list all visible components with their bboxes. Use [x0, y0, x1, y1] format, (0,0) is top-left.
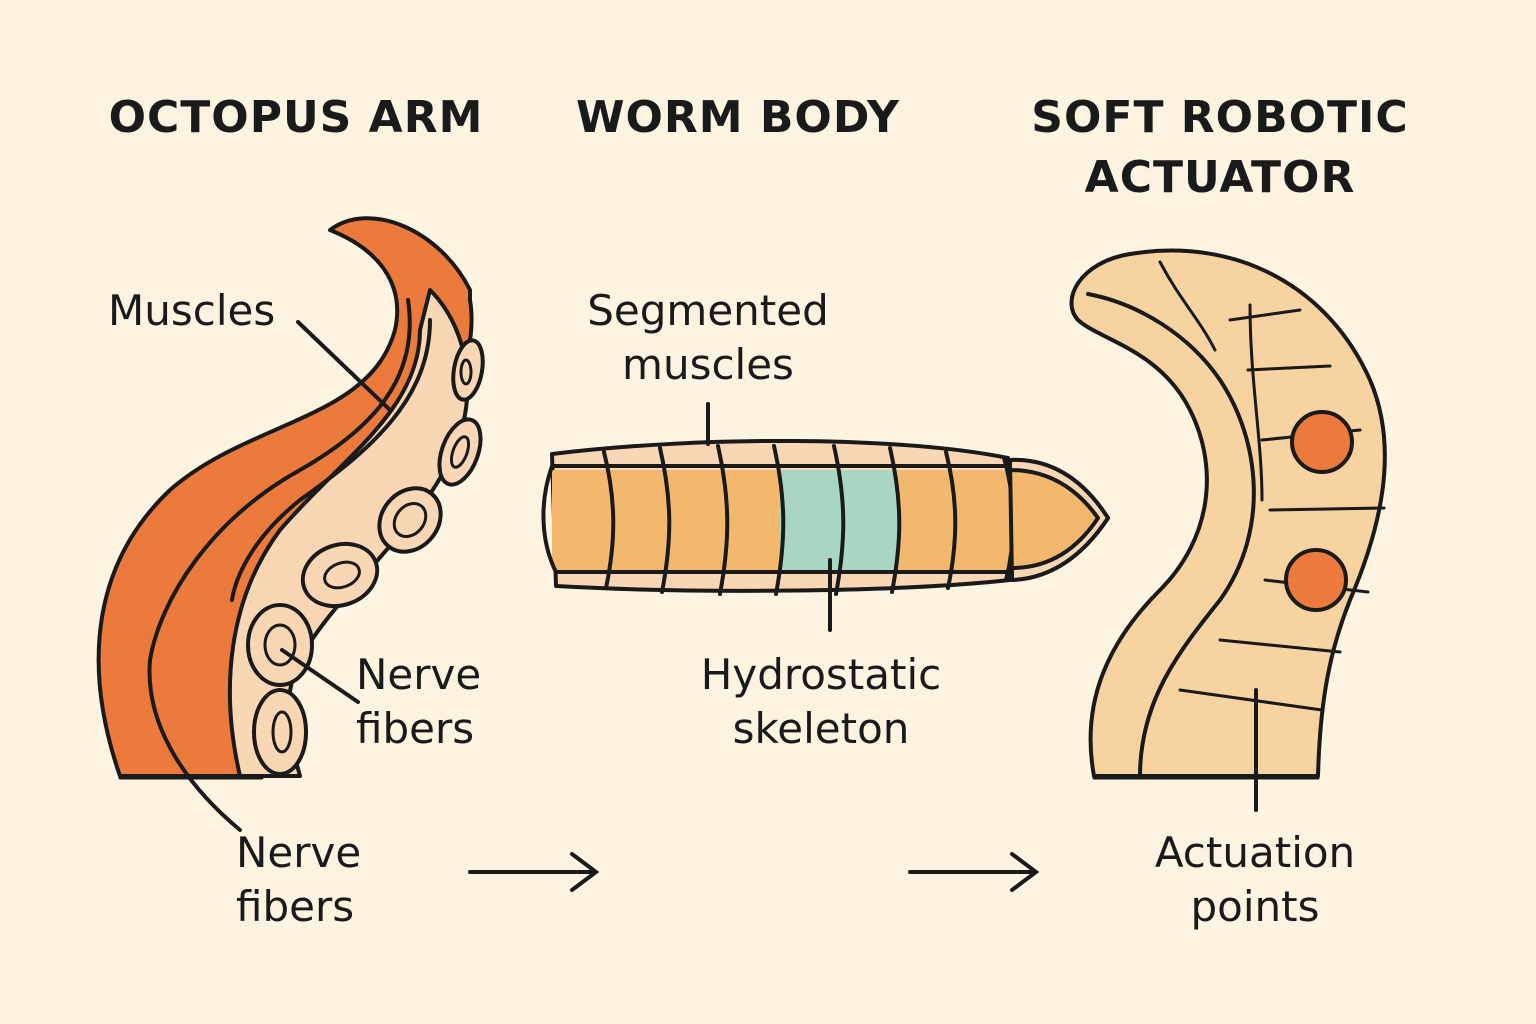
nerve-fibers-inner-line1: Nerve [356, 650, 482, 699]
octopus-muscle-line [230, 318, 432, 602]
sucker [451, 338, 485, 402]
sucker [246, 603, 314, 687]
octopus-arm-title: OCTOPUS ARM [108, 92, 484, 143]
nerve-fibers-outer-line2: fibers [236, 882, 355, 931]
hydrostatic-skeleton-line2: skeleton [732, 704, 910, 753]
muscles-leader-line [296, 320, 392, 412]
hydrostatic-skeleton-line1: Hydrostatic [700, 650, 942, 699]
octopus-arm [96, 216, 485, 832]
actuation-points-line2: points [1190, 882, 1320, 931]
nerve-fibers-outer-label: Nerve fibers [236, 826, 396, 934]
soft-robotic-actuator-title: SOFT ROBOTIC ACTUATOR [1000, 88, 1440, 208]
octopus-sucker-rims [263, 358, 473, 754]
octopus-muscle-line [147, 298, 412, 832]
sucker [437, 417, 483, 487]
arrow-octopus-to-worm [468, 852, 600, 892]
segmented-muscles-line1: Segmented [587, 286, 829, 335]
segmented-muscles-label: Segmented muscles [568, 284, 848, 392]
nerve-fibers-inner-line2: fibers [356, 704, 475, 753]
nerve-inner-leader-line [280, 648, 360, 704]
actuation-point [1290, 410, 1354, 474]
sucker [377, 486, 443, 554]
sucker [252, 688, 308, 776]
worm-head-band [1008, 457, 1110, 582]
sucker [300, 541, 380, 609]
octopus-suckers [246, 338, 485, 776]
arrow-worm-to-actuator [908, 852, 1040, 892]
actuator-body [1069, 248, 1387, 778]
actuation-points-label: Actuation points [1120, 826, 1390, 934]
actuator-segment-lines [1158, 260, 1386, 712]
actuator-title-line2: ACTUATOR [1084, 152, 1356, 203]
worm-hydrostatic-region [780, 470, 898, 570]
actuator-channel [1086, 292, 1256, 778]
nerve-fibers-outer-line1: Nerve [236, 828, 362, 877]
actuation-point [1284, 548, 1348, 612]
actuation-points-line1: Actuation [1154, 828, 1356, 877]
actuator-title-line1: SOFT ROBOTIC [1031, 92, 1409, 143]
worm-body-title: WORM BODY [575, 92, 901, 143]
nerve-fibers-inner-label: Nerve fibers [356, 648, 516, 756]
worm-body [541, 402, 1110, 632]
soft-robotic-actuator [1069, 248, 1387, 812]
muscles-label: Muscles [108, 286, 276, 335]
hydrostatic-skeleton-label: Hydrostatic skeleton [676, 648, 966, 756]
segmented-muscles-line2: muscles [622, 340, 794, 389]
